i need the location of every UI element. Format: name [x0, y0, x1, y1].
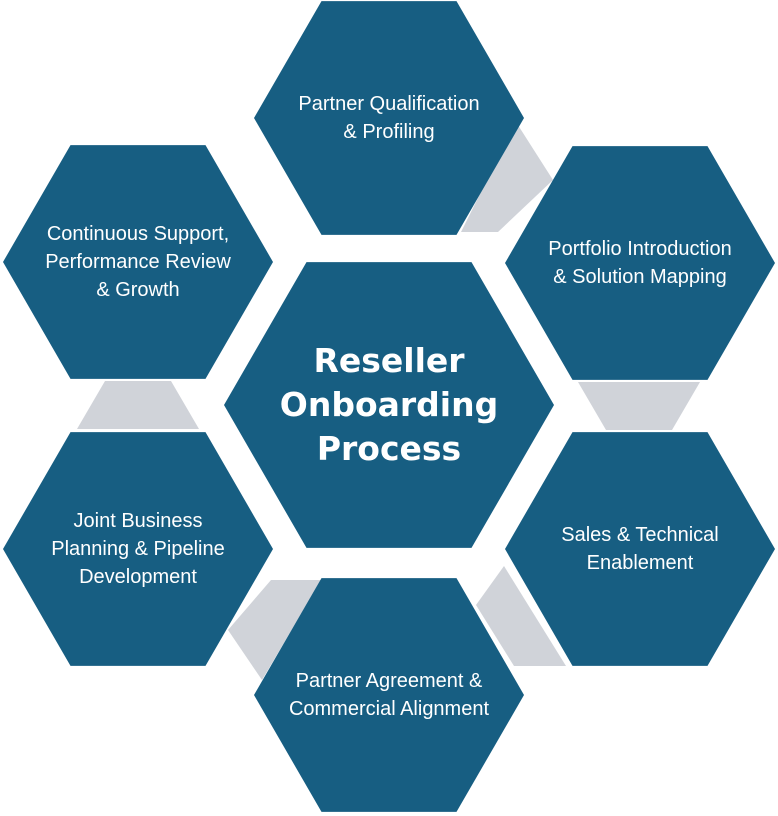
center-title: Reseller Onboarding Process	[241, 281, 538, 529]
center-title-line: Reseller	[313, 341, 465, 380]
step-label-line: Enablement	[586, 552, 694, 574]
connector-right	[578, 382, 700, 430]
connectors	[77, 122, 700, 680]
step-label-line: Planning & Pipeline	[51, 538, 225, 560]
step-label-portfolio-introduction: Portfolio Introduction & Solution Mappin…	[519, 162, 762, 365]
step-label-line: Partner Agreement &	[295, 670, 483, 692]
step-label-partner-qualification: Partner Qualification & Profiling	[268, 17, 511, 220]
center-title-line: Process	[316, 429, 462, 468]
hexagons	[3, 1, 775, 812]
step-label-line: Continuous Support,	[46, 223, 230, 245]
center-hexagon	[224, 262, 554, 548]
step-label-joint-business-planning: Joint Business Planning & Pipeline Devel…	[17, 448, 260, 651]
step-label-line: Development	[79, 566, 197, 588]
step-hexagon-sales-technical-enablement	[505, 432, 775, 666]
step-hexagon-continuous-support	[3, 145, 273, 379]
step-label-line: Portfolio Introduction	[548, 238, 732, 260]
step-label-line: & Profiling	[343, 121, 435, 143]
step-hexagon-joint-business-planning	[3, 432, 273, 666]
step-hexagon-partner-agreement	[254, 578, 524, 812]
connector-bottom-left	[228, 580, 321, 680]
step-hexagon-partner-qualification	[254, 1, 524, 235]
step-hexagon-portfolio-introduction	[505, 146, 775, 380]
center-title-line: Onboarding	[279, 385, 499, 424]
step-label-line: Sales & Technical	[561, 524, 719, 546]
step-label-line: Joint Business	[73, 510, 203, 532]
step-label-line: & Solution Mapping	[553, 266, 727, 288]
step-label-continuous-support: Continuous Support, Performance Review &…	[17, 161, 260, 364]
step-label-line: Performance Review	[45, 251, 231, 273]
step-label-sales-technical-enablement: Sales & Technical Enablement	[519, 448, 762, 651]
step-label-partner-agreement: Partner Agreement & Commercial Alignment	[268, 594, 511, 797]
connector-top-right	[461, 122, 553, 232]
connector-left	[77, 381, 199, 429]
connector-bottom-right	[476, 566, 566, 666]
step-label-line: Commercial Alignment	[288, 698, 490, 720]
step-label-line: & Growth	[96, 279, 180, 301]
step-label-line: Partner Qualification	[298, 93, 480, 115]
